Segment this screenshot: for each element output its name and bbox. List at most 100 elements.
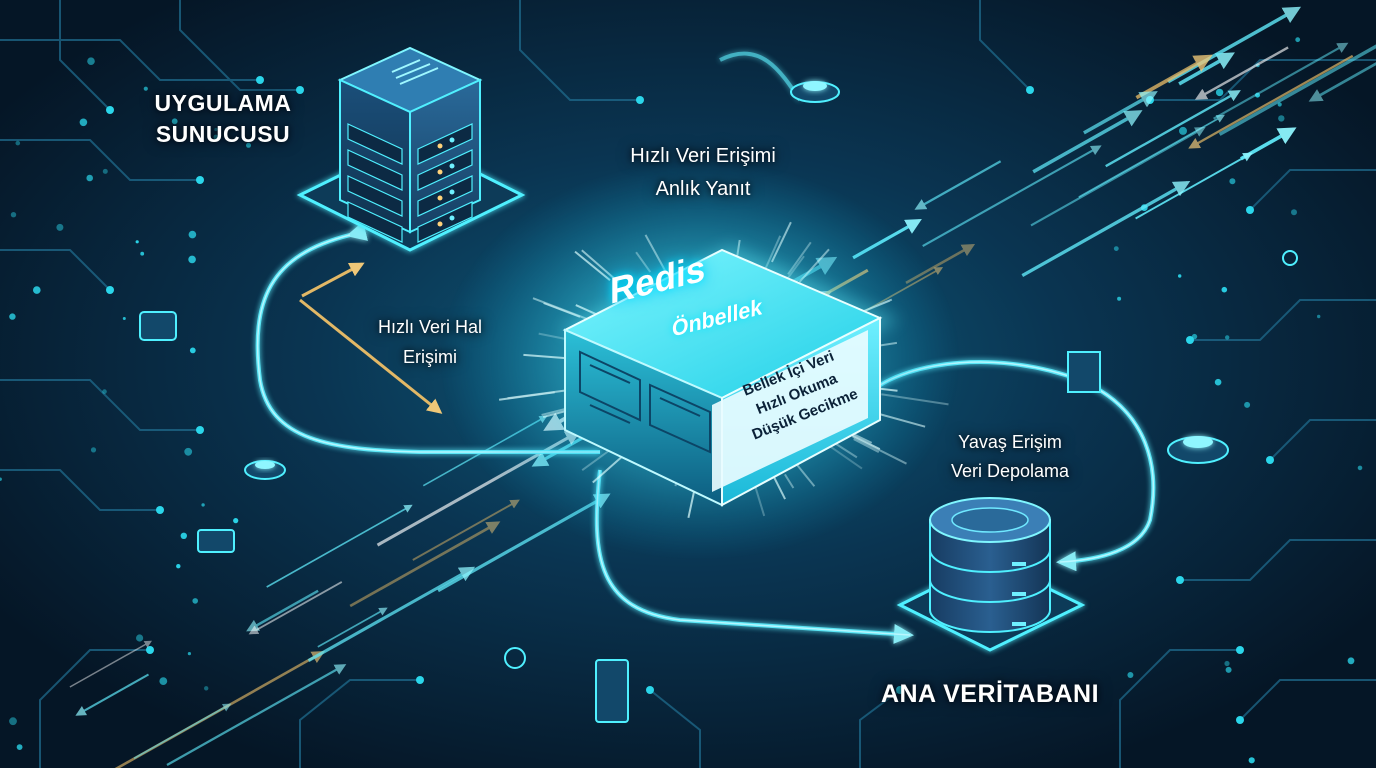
circuit-node xyxy=(184,447,193,456)
data-stream-arrow xyxy=(349,521,501,608)
circuit-node xyxy=(1113,246,1119,252)
circuit-node xyxy=(16,744,23,750)
drive-slot xyxy=(417,149,473,191)
circuit-node xyxy=(159,677,168,685)
circuit-trace xyxy=(1180,539,1376,581)
data-stream-arrow xyxy=(133,703,232,760)
circuit-trace xyxy=(1119,649,1240,768)
circuit-node xyxy=(1317,314,1321,319)
circuit-node xyxy=(1236,716,1244,724)
data-stream-arrow xyxy=(914,160,1002,210)
circuit-node xyxy=(146,646,154,654)
circuit-node xyxy=(233,518,239,524)
circuit-node xyxy=(188,230,197,239)
circuit-node xyxy=(136,634,144,642)
circuit-node xyxy=(187,652,191,656)
database-lights xyxy=(1012,562,1026,626)
circuit-node xyxy=(1176,576,1184,584)
data-stream-arrow xyxy=(1188,54,1354,149)
drive-slot xyxy=(347,123,403,165)
circuit-node xyxy=(1026,86,1034,94)
circuit-node xyxy=(1127,672,1134,678)
circuit-node xyxy=(156,506,164,514)
circuit-node xyxy=(204,686,209,691)
circuit-node xyxy=(143,86,148,91)
circuit-trace xyxy=(179,0,300,91)
circuit-node xyxy=(106,286,114,294)
circuit-trace xyxy=(299,679,420,768)
data-stream-arrow xyxy=(1083,91,1158,135)
circuit-node xyxy=(33,286,41,294)
circuit-node xyxy=(102,389,107,394)
data-stream-arrow xyxy=(307,566,476,662)
data-stream-arrow xyxy=(166,664,347,767)
data-stream-arrow xyxy=(1021,180,1191,278)
circuit-node xyxy=(213,134,219,140)
circuit-node xyxy=(79,118,88,127)
burst-ray xyxy=(770,221,792,263)
data-stream-arrow xyxy=(75,673,150,716)
data-stream-arrow xyxy=(1135,152,1253,220)
node-ring-icon xyxy=(504,647,526,669)
server-drive-slots xyxy=(347,123,473,243)
drive-light xyxy=(437,169,443,175)
data-stream-arrow xyxy=(266,504,413,588)
drive-light xyxy=(449,137,455,143)
circuit-trace xyxy=(0,139,200,181)
circuit-node xyxy=(896,686,904,694)
circuit-node xyxy=(1186,336,1194,344)
data-stream-arrow xyxy=(412,499,520,561)
data-stream-arrow xyxy=(1308,62,1376,102)
burst-ray xyxy=(852,435,907,465)
slow-access-annotation: Yavaş Erişim Veri Depolama xyxy=(950,432,1070,481)
circuit-node xyxy=(214,127,218,132)
circuit-node xyxy=(196,426,204,434)
circuit-node xyxy=(87,57,95,65)
circuit-node xyxy=(106,106,114,114)
circuit-node xyxy=(90,447,97,453)
burst-ray xyxy=(851,434,881,450)
circuit-trace xyxy=(1239,679,1376,721)
drive-light xyxy=(449,163,455,169)
data-stream-arrow xyxy=(248,581,343,635)
circuit-node xyxy=(176,564,181,569)
circuit-node xyxy=(1191,333,1198,340)
circuit-trace xyxy=(1249,169,1376,211)
gold-arrow-down xyxy=(299,298,443,414)
database-label: ANA VERİTABANI xyxy=(880,680,1100,708)
circuit-node xyxy=(1236,646,1244,654)
circuit-node xyxy=(1225,335,1230,340)
circuit-node xyxy=(1266,456,1274,464)
drive-slot xyxy=(347,201,403,243)
circuit-node xyxy=(86,174,93,182)
app-server-icon xyxy=(296,46,526,252)
circuit-node xyxy=(0,477,2,481)
circuit-node xyxy=(636,96,644,104)
circuit-node xyxy=(646,686,654,694)
circuit-node xyxy=(188,255,196,264)
data-stream-arrow xyxy=(1194,46,1289,100)
document-icon xyxy=(1067,351,1101,393)
circuit-node xyxy=(1225,666,1232,673)
circuit-node xyxy=(9,717,17,726)
burst-ray xyxy=(507,388,574,400)
redis-cube-icon xyxy=(560,245,900,507)
data-stream-arrow xyxy=(1105,90,1241,168)
circuit-node xyxy=(1221,286,1228,293)
circuit-node xyxy=(1357,465,1363,471)
fast-access-annotation: Hızlı Veri Erişimi Anlık Yanıt xyxy=(630,145,776,200)
drive-light xyxy=(437,221,443,227)
burst-ray xyxy=(635,251,652,273)
burst-ray xyxy=(592,452,627,484)
circuit-node xyxy=(1244,401,1251,408)
circuit-trace xyxy=(1269,419,1376,461)
circuit-node xyxy=(196,176,204,184)
drive-light xyxy=(449,189,455,195)
burst-ray xyxy=(874,411,926,428)
circuit-node xyxy=(1224,660,1230,667)
circuit-node xyxy=(256,76,264,84)
circuit-node xyxy=(296,86,304,94)
decor-icons xyxy=(139,81,1298,723)
burst-ray xyxy=(881,393,949,406)
circuit-node xyxy=(15,140,21,146)
